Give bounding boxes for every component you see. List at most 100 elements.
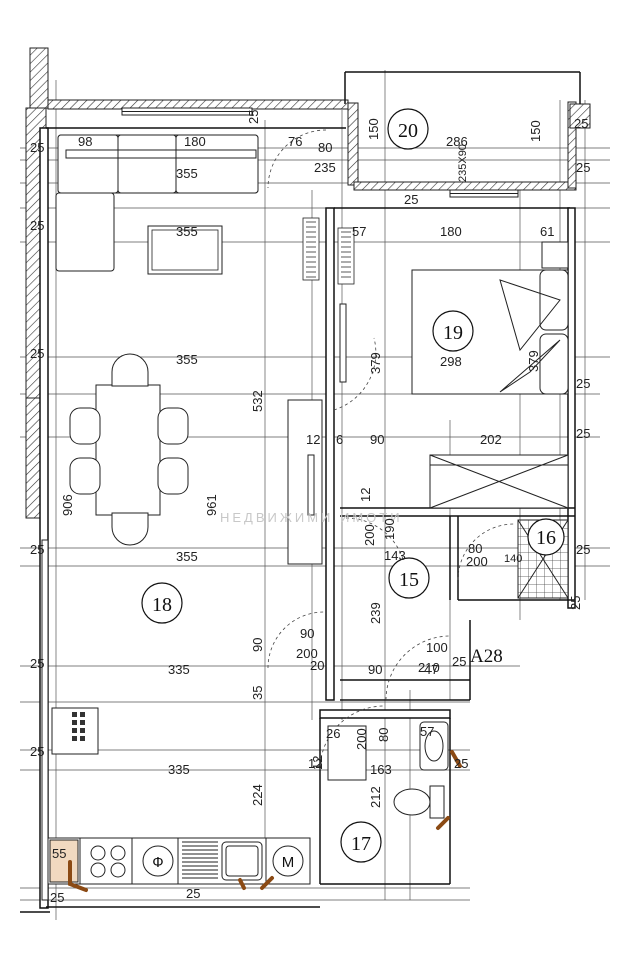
dim-label: 202 — [480, 432, 502, 447]
dimension-labels: 98 180 76 80 355 235 286 355 57 180 61 3… — [30, 116, 590, 905]
pipes — [68, 750, 462, 892]
dim-label: 335 — [168, 662, 190, 677]
dim-label: 180 — [440, 224, 462, 239]
dining-table — [69, 353, 189, 546]
room-label-16: 16 — [536, 527, 556, 549]
coffee-table — [147, 225, 223, 275]
dim-label: 25 — [30, 656, 44, 671]
electrical-panel-grid — [72, 712, 85, 741]
dim-label: 200 — [296, 646, 318, 661]
dim-label: 25 — [30, 346, 44, 361]
dim-label: 90 — [368, 662, 382, 677]
dim-label: 150 — [366, 118, 381, 140]
dim-label: 25 — [454, 756, 468, 771]
dim-label: 98 — [78, 134, 92, 149]
dim-label: 80 — [376, 728, 391, 742]
dim-label: 239 — [368, 602, 383, 624]
dim-label: 80 — [468, 541, 482, 556]
dim-label: 20 — [310, 658, 324, 673]
watermark: НЕДВИЖИМИ ИМОТИ — [220, 510, 403, 525]
dim-label: 25 — [576, 542, 590, 557]
dim-label: 57 — [352, 224, 366, 239]
dim-label: 200 — [354, 728, 369, 750]
dim-label: 335 — [168, 762, 190, 777]
dim-label: 355 — [176, 166, 198, 181]
bathroom-sink — [419, 721, 449, 771]
dim-label: 61 — [540, 224, 554, 239]
room-label-15: 15 — [399, 569, 419, 591]
windows — [41, 107, 519, 901]
dim-label: 25 — [50, 890, 64, 905]
dim-label: 25 — [186, 886, 200, 901]
microwave-label: М — [282, 854, 295, 871]
tv — [307, 454, 315, 516]
dim-label: 200 — [466, 554, 488, 569]
dim-label: 25 — [576, 376, 590, 391]
dim-label: 298 — [440, 354, 462, 369]
room-markers — [141, 108, 565, 863]
microwave-symbol — [272, 845, 304, 877]
dim-label: 961 — [204, 494, 219, 516]
dim-label: 12 — [308, 756, 322, 771]
dim-label: 90 — [250, 638, 265, 652]
room-label-18: 18 — [152, 594, 172, 616]
dim-label: 12 — [358, 488, 373, 502]
door-swings — [267, 129, 515, 771]
dim-label: 55 — [52, 846, 66, 861]
dim-label: 76 — [288, 134, 302, 149]
dim-label: 379 — [368, 352, 383, 374]
fridge-symbol — [142, 845, 174, 877]
dim-label: 286 — [446, 134, 468, 149]
dim-label: 100 — [426, 640, 448, 655]
dim-label: 25 — [246, 110, 261, 124]
dim-label: 25 — [576, 426, 590, 441]
dim-label: 12 — [306, 432, 320, 447]
dim-label: 26 — [326, 726, 340, 741]
dim-label: 355 — [176, 352, 198, 367]
dim-label: 25 — [404, 192, 418, 207]
dim-label: 355 — [176, 549, 198, 564]
dim-label: 25 — [30, 218, 44, 233]
dim-label: 25 — [30, 542, 44, 557]
dim-label: 25 — [574, 116, 588, 131]
tv-stand — [287, 399, 323, 565]
dim-label: 224 — [250, 784, 265, 806]
dim-label: 25 — [30, 744, 44, 759]
sofa — [55, 134, 259, 272]
dim-label: 150 — [528, 120, 543, 142]
dim-label: 906 — [60, 494, 75, 516]
dim-label: 180 — [184, 134, 206, 149]
room-label-19: 19 — [443, 322, 463, 344]
room-label-20: 20 — [398, 120, 418, 142]
dim-label: 6 — [336, 432, 343, 447]
dim-label: 200 — [362, 524, 377, 546]
dim-label: 210 — [418, 660, 440, 675]
dim-label: 12 — [310, 756, 325, 770]
dim-label: 25 — [452, 654, 466, 669]
room-label-17: 17 — [351, 833, 371, 855]
dim-label: 35 — [250, 686, 265, 700]
dim-label: 235X90 — [457, 144, 469, 182]
dim-label: 25 — [30, 140, 44, 155]
dim-label: 355 — [176, 224, 198, 239]
fridge-label: Ф — [152, 854, 163, 871]
wardrobe — [429, 454, 569, 509]
toilet — [393, 785, 445, 819]
dimension-labels-vertical: 532 961 906 224 35 90 12 25 150 150 235X… — [60, 110, 583, 808]
dim-label: 143 — [384, 548, 406, 563]
unit-label: A28 — [470, 646, 503, 667]
bedroom-tv — [339, 303, 347, 383]
dim-label: 163 — [370, 762, 392, 777]
dim-label: 190 — [382, 518, 397, 540]
dim-label: 25 — [568, 596, 583, 610]
interior-walls — [20, 71, 581, 913]
dim-label: 25 — [576, 160, 590, 175]
dim-label: 90 — [300, 626, 314, 641]
dim-label: 212 — [368, 786, 383, 808]
washer — [327, 725, 367, 781]
dim-label: 80 — [318, 140, 332, 155]
dim-label: 47 — [424, 662, 438, 677]
dim-label: 90 — [370, 432, 384, 447]
dim-label: 532 — [250, 390, 265, 412]
